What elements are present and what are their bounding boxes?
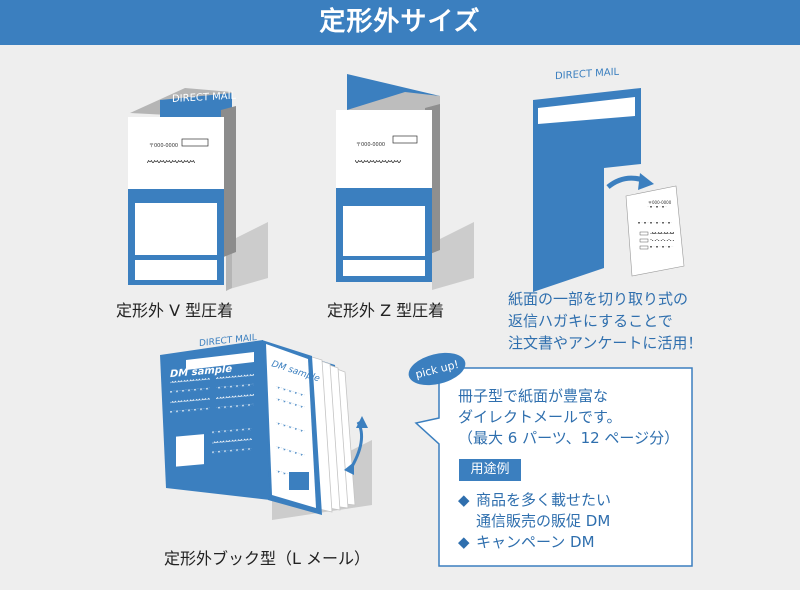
v-fold-back-label: DIRECT MAIL <box>172 91 237 105</box>
callout-box <box>414 367 693 567</box>
return-card-illustration: DIRECT MAIL 〒000-0000 <box>533 67 685 292</box>
v-fold-caption: 定形外 V 型圧着 <box>116 301 234 320</box>
return-postcard-postal: 〒000-0000 <box>648 200 672 205</box>
return-card-note-line: 紙面の一部を切り取り式の <box>508 290 689 308</box>
return-postcard <box>625 185 685 277</box>
use-case-text: 通信販売の販促 DM <box>476 512 611 530</box>
pickup-badge <box>408 352 466 386</box>
v-fold-illustration: DIRECT MAIL 〒000-0000 <box>128 88 268 291</box>
use-case-tag: 用途例 <box>459 459 521 481</box>
use-case-list: ◆ 商品を多く載せたい 通信販売の販促 DM ◆ キャンペーン DM <box>458 490 611 553</box>
callout-line: ダイレクトメールです。 <box>458 408 622 426</box>
booklet-caption: 定形外ブック型（L メール） <box>164 549 371 568</box>
use-case-item: ◆ 商品を多く載せたい <box>458 490 611 511</box>
header-bar: 定形外サイズ <box>0 0 800 45</box>
callout-description: 冊子型で紙面が豊富な ダイレクトメールです。 （最大 6 パーツ、12 ページ分… <box>458 386 679 449</box>
z-fold-illustration: 〒000-0000 <box>336 74 474 290</box>
diamond-bullet-icon: ◆ <box>458 533 470 551</box>
page-title: 定形外サイズ <box>319 7 481 37</box>
return-card-note: 紙面の一部を切り取り式の 返信ハガキにすることで 注文書やアンケートに活用！ <box>508 288 702 354</box>
return-card-sheet <box>533 88 641 292</box>
v-fold-postal: 〒000-0000 <box>149 143 178 149</box>
z-fold-caption: 定形外 Z 型圧着 <box>327 301 445 320</box>
use-case-text: 商品を多く載せたい <box>476 491 612 509</box>
use-case-text: キャンペーン DM <box>476 533 595 551</box>
callout-line: 冊子型で紙面が豊富な <box>458 387 609 405</box>
booklet-illustration: DM sample DIRECT MAIL DM sample <box>160 333 372 520</box>
v-fold-front-top <box>128 117 224 189</box>
z-fold-postal: 〒000-0000 <box>356 142 385 148</box>
z-fold-front-top <box>336 110 432 188</box>
callout-line: （最大 6 パーツ、12 ページ分） <box>458 429 680 447</box>
return-card-note-line: 返信ハガキにすることで <box>508 312 673 330</box>
v-fold-shadow <box>226 222 268 290</box>
diamond-bullet-icon: ◆ <box>458 491 470 509</box>
use-case-item: ◆ キャンペーン DM <box>458 532 611 553</box>
return-card-label: DIRECT MAIL <box>555 67 620 82</box>
use-case-item: 通信販売の販促 DM <box>458 511 611 532</box>
booklet-cover-sample: DM sample <box>170 364 232 380</box>
return-card-note-line: 注文書やアンケートに活用！ <box>508 334 703 352</box>
pickup-callout: pick up! <box>408 352 693 567</box>
